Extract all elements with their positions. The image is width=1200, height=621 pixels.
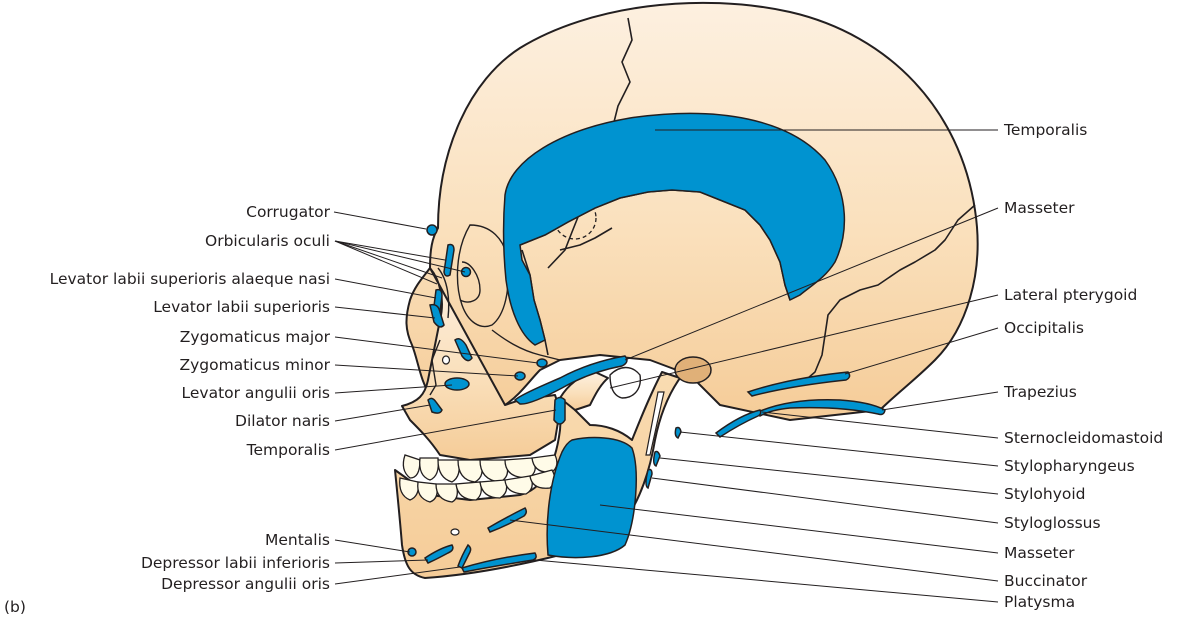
label-corrugator: Corrugator <box>246 203 331 221</box>
sternocleidomastoid-attach <box>716 410 761 437</box>
label-depressor-labii-inferioris: Depressor labii inferioris <box>141 554 330 572</box>
label-masseter-upper: Masseter <box>1004 199 1075 217</box>
zygomaticus-minor-attach <box>537 359 547 367</box>
label-levator-labii-superioris: Levator labii superioris <box>153 298 330 316</box>
styloglossus-attach <box>646 470 652 489</box>
label-masseter-lower: Masseter <box>1004 544 1075 562</box>
label-trapezius: Trapezius <box>1003 383 1077 401</box>
label-temporalis-left: Temporalis <box>246 441 330 459</box>
label-orbicularis-oculi: Orbicularis oculi <box>205 232 330 250</box>
label-levator-angulii-oris: Levator angulii oris <box>182 384 331 402</box>
mandibular-notch <box>610 368 640 399</box>
label-mentalis: Mentalis <box>265 531 330 549</box>
temporalis-coronoid-attach <box>554 398 565 425</box>
label-buccinator: Buccinator <box>1004 572 1088 590</box>
corrugator-attach <box>427 225 437 235</box>
mental-foramen <box>451 529 459 535</box>
label-zygomaticus-major: Zygomaticus major <box>180 328 331 346</box>
label-levator-labii-superioris-alaeque-nasi: Levator labii superioris alaeque nasi <box>50 270 330 288</box>
label-zygomaticus-minor: Zygomaticus minor <box>179 356 330 374</box>
label-styloglossus: Styloglossus <box>1004 514 1101 532</box>
stylohyoid-attach <box>654 452 660 467</box>
masseter-area <box>547 438 636 558</box>
stylopharyngeus-attach <box>675 428 681 439</box>
label-sternocleidomastoid: Sternocleidomastoid <box>1004 429 1163 447</box>
right-labels: Temporalis Masseter Lateral pterygoid Oc… <box>1003 121 1163 611</box>
label-stylohyoid: Stylohyoid <box>1004 485 1086 503</box>
label-dilator-naris: Dilator naris <box>235 412 330 430</box>
label-depressor-angulii-oris: Depressor angulii oris <box>161 575 330 593</box>
infraorbital-foramen <box>443 356 450 364</box>
left-labels: Corrugator Orbicularis oculi Levator lab… <box>50 203 331 593</box>
label-stylopharyngeus: Stylopharyngeus <box>1004 457 1135 475</box>
label-temporalis-right: Temporalis <box>1003 121 1087 139</box>
panel-label: (b) <box>4 598 26 616</box>
label-lateral-pterygoid: Lateral pterygoid <box>1004 286 1137 304</box>
label-occipitalis: Occipitalis <box>1004 319 1084 337</box>
levator-anguli-oris-attach <box>445 378 469 390</box>
label-platysma: Platysma <box>1004 593 1075 611</box>
mastoid-process <box>675 357 711 383</box>
